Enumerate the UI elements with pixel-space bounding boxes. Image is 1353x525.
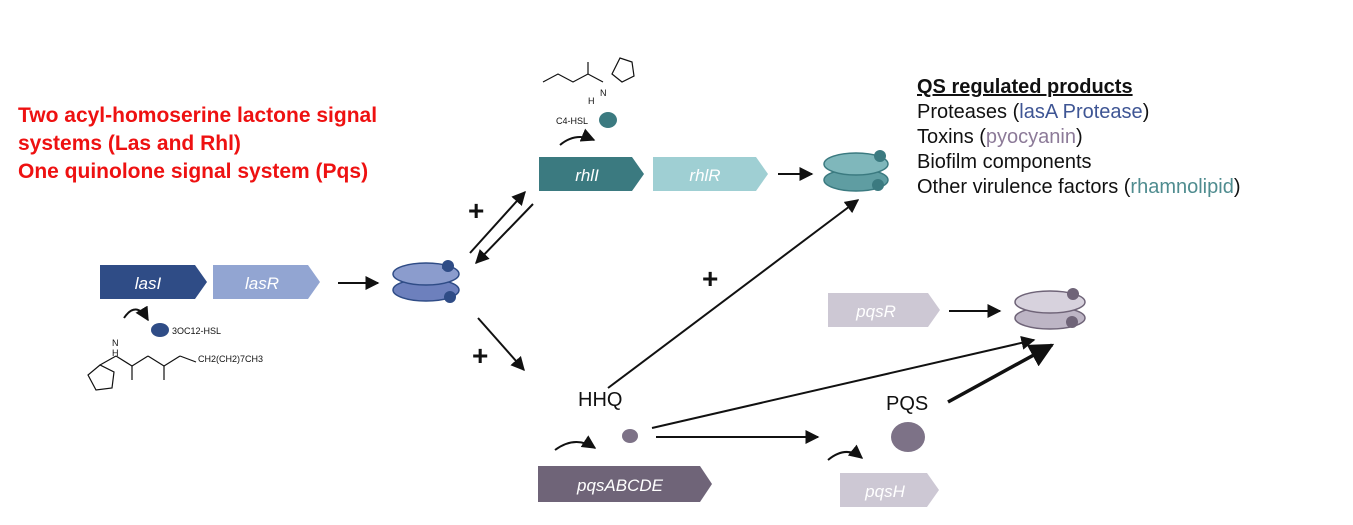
qs-products-list: QS regulated products Proteases (lasA Pr… bbox=[917, 75, 1240, 200]
gene-rhlR: rhlR bbox=[653, 157, 768, 191]
c4-amide-label: N bbox=[600, 88, 607, 98]
las-to-pqs-arrow bbox=[477, 317, 525, 372]
rhl-to-las-arrow bbox=[475, 203, 534, 265]
hhq-molecule bbox=[622, 429, 638, 443]
pqsH-synthesis-arrow bbox=[827, 444, 864, 461]
rhl-receptor-complex bbox=[823, 150, 889, 192]
rhlI-synthesis-arrow bbox=[559, 128, 596, 146]
hhq-to-pqsR-arrow bbox=[651, 336, 1036, 429]
oc12hsl-chain: CH2(CH2)7CH3 bbox=[198, 354, 263, 364]
lasI-synthesis-arrow bbox=[123, 305, 149, 322]
pqsABCDE-synthesis-arrow bbox=[554, 435, 597, 451]
oc12hsl-label: 3OC12-HSL bbox=[172, 326, 221, 336]
pqs-label: PQS bbox=[886, 393, 928, 415]
note-line-3: One quinolone signal system (Pqs) bbox=[18, 160, 369, 183]
product-item-biofilm: Biofilm components bbox=[917, 151, 1092, 173]
plus-las-pqs: + bbox=[472, 340, 488, 371]
svg-text:pqsR: pqsR bbox=[855, 302, 896, 321]
pqs-to-pqsR-arrow bbox=[947, 343, 1055, 404]
gene-lasI: lasI bbox=[100, 265, 207, 299]
signal-systems-note: Two acyl-homoserine lactone signal syste… bbox=[18, 102, 377, 186]
hhq-label: HHQ bbox=[578, 389, 622, 411]
gene-lasR: lasR bbox=[213, 265, 320, 299]
plus-hhq-rhl: + bbox=[702, 263, 718, 294]
las-to-rhl-arrow bbox=[469, 190, 526, 254]
plus-las-rhl: + bbox=[468, 195, 484, 226]
las-receptor-complex bbox=[392, 260, 460, 303]
oc12hsl-molecule bbox=[151, 323, 169, 337]
svg-text:rhlR: rhlR bbox=[689, 166, 720, 185]
amide-n-label: H bbox=[112, 348, 119, 358]
hhq-to-rhl-arrow bbox=[607, 199, 860, 389]
pqs-molecule bbox=[891, 422, 925, 452]
c4hsl-molecule bbox=[599, 112, 617, 128]
product-item-toxins: Toxins (pyocyanin) bbox=[917, 126, 1083, 148]
c4hsl-structure bbox=[542, 57, 635, 83]
svg-text:pqsH: pqsH bbox=[864, 482, 905, 501]
svg-text:N: N bbox=[112, 338, 119, 348]
note-line-1: Two acyl-homoserine lactone signal bbox=[18, 104, 378, 127]
pqs-receptor-complex bbox=[1014, 288, 1086, 330]
products-header: QS regulated products bbox=[917, 76, 1133, 98]
svg-text:pqsABCDE: pqsABCDE bbox=[576, 476, 664, 495]
product-item-virulence: Other virulence factors (rhamnolipid) bbox=[917, 176, 1241, 198]
svg-text:H: H bbox=[588, 96, 595, 106]
product-item-proteases: Proteases (lasA Protease) bbox=[917, 101, 1150, 123]
gene-pqsABCDE: pqsABCDE bbox=[538, 466, 712, 502]
gene-pqsR: pqsR bbox=[828, 293, 940, 327]
svg-text:rhlI: rhlI bbox=[575, 166, 599, 185]
gene-pqsH: pqsH bbox=[840, 473, 939, 507]
gene-rhlI: rhlI bbox=[539, 157, 644, 191]
svg-text:lasI: lasI bbox=[135, 274, 162, 293]
oc12hsl-structure bbox=[87, 355, 197, 391]
c4hsl-label: C4-HSL bbox=[556, 116, 588, 126]
note-line-2: systems (Las and Rhl) bbox=[18, 132, 241, 155]
svg-text:lasR: lasR bbox=[245, 274, 279, 293]
